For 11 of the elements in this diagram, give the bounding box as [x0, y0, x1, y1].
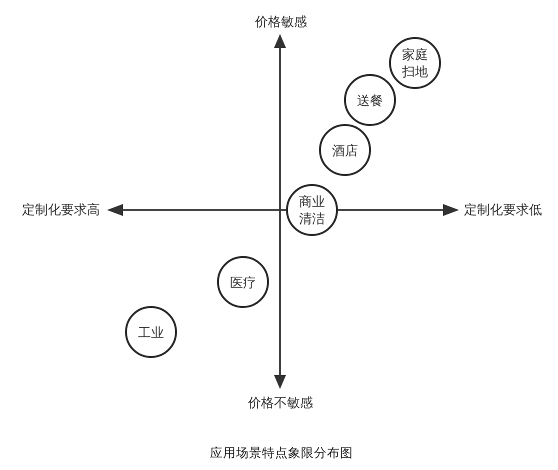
scenario-label: 工业	[137, 324, 165, 340]
scenario-label: 送餐	[356, 92, 384, 108]
axis-label: 定制化要求低	[464, 201, 542, 219]
axis-label: 价格敏感	[255, 13, 307, 31]
scenario-label: 医疗	[229, 274, 257, 290]
scenario-label: 商业清洁	[298, 193, 326, 227]
figure-caption: 应用场景特点象限分布图	[210, 445, 353, 462]
axis-label: 定制化要求高	[22, 201, 100, 219]
scenario-label: 家庭扫地	[401, 46, 429, 80]
scenario-label: 酒店	[331, 142, 359, 158]
axis-label: 价格不敏感	[248, 394, 313, 412]
